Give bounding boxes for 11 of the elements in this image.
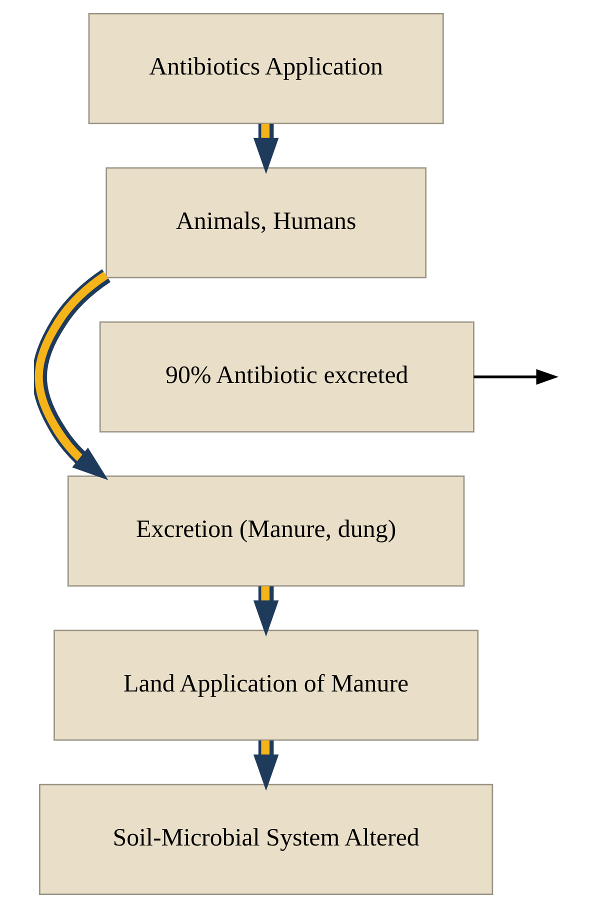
arrow [473, 369, 558, 385]
node-box: Excretion (Manure, dung) [66, 476, 464, 587]
arrow [252, 124, 278, 174]
node-box: Soil-Microbial System Altered [38, 784, 493, 895]
node-box: Land Application of Manure [53, 630, 478, 741]
arrow [252, 586, 278, 637]
node-box: 90% Antibiotic excreted [98, 321, 474, 432]
node-box: Antibiotics Application [88, 13, 444, 124]
node-box: Animals, Humans [105, 167, 426, 278]
arrow [252, 740, 278, 791]
arrow [34, 269, 110, 480]
